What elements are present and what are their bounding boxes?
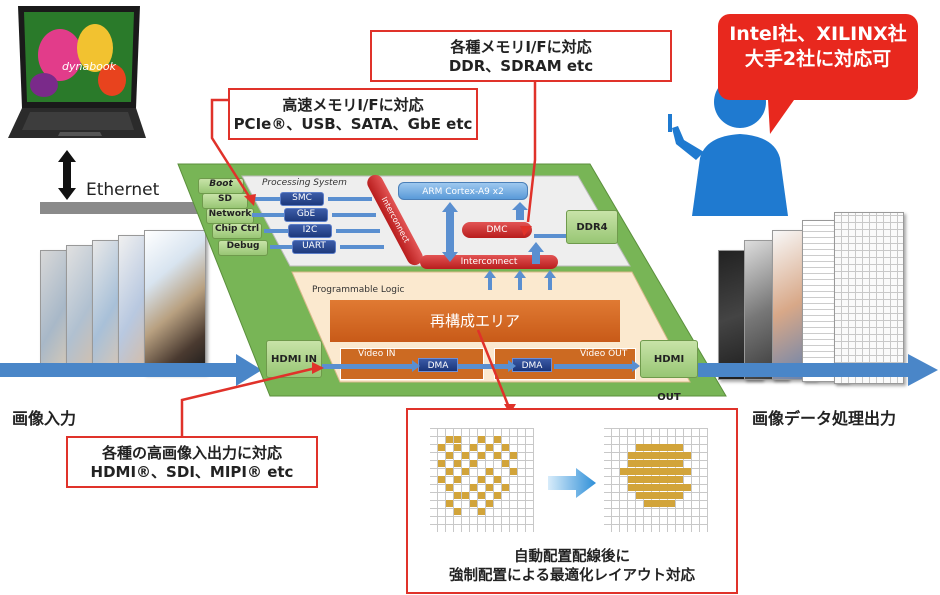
output-arrow: [698, 354, 938, 386]
smc-block: SMC: [280, 192, 324, 206]
layout-grid-before: [430, 428, 534, 532]
speech-bubble: Intel社、XILINX社 大手2社に対応可: [718, 14, 918, 100]
reconfig-area: 再構成エリア: [330, 300, 620, 342]
memory-callout: 各種メモリI/Fに対応 DDR、SDRAM etc: [370, 30, 672, 82]
ddr4-block: DDR4: [566, 210, 618, 244]
bubble-tail: [768, 100, 794, 134]
cpu-block: ARM Cortex-A9 x2: [398, 182, 528, 200]
optimize-arrow: [548, 468, 596, 498]
presenter-figure: [668, 76, 788, 216]
laptop-illustration: dynabook: [0, 0, 150, 150]
video-out-label: Video OUT: [580, 349, 628, 359]
ethernet-label: Ethernet: [86, 180, 160, 200]
ps-connectors: [252, 197, 384, 249]
hdmi-out-block: HDMI OUT: [640, 340, 698, 403]
interconnect-horizontal: Interconnect: [420, 255, 558, 269]
layout-grid-after: [604, 428, 708, 532]
output-label: 画像データ処理出力: [752, 409, 897, 428]
gbe-block: GbE: [284, 208, 328, 222]
layout-caption: 自動配置配線後に 強制配置による最適化レイアウト対応: [448, 549, 696, 584]
chip-ctrl-block: Chip Ctrl: [212, 223, 262, 239]
dmc-block: DMC: [462, 222, 532, 238]
debug-block: Debug: [218, 240, 268, 256]
highspeed-callout: 高速メモリI/Fに対応 PCIe®、USB、SATA、GbE etc: [228, 88, 478, 140]
uart-block: UART: [292, 240, 336, 254]
video-callout: 各種の高画像入出力に対応 HDMI®、SDI、MIPI® etc: [66, 436, 318, 488]
hdmi-in-block: HDMI IN: [266, 340, 322, 378]
i2c-block: I2C: [288, 224, 332, 238]
laptop-brand: dynabook: [62, 60, 117, 73]
video-arrows: [318, 360, 640, 372]
ethernet-bar: [40, 202, 220, 214]
processing-system-label: Processing System: [262, 178, 347, 188]
programmable-logic-label: Programmable Logic: [312, 285, 405, 295]
video-in-label: Video IN: [358, 349, 396, 359]
input-label: 画像入力: [12, 409, 77, 428]
layout-callout: 自動配置配線後に 強制配置による最適化レイアウト対応: [406, 408, 738, 594]
ethernet-arrow: [58, 150, 76, 200]
